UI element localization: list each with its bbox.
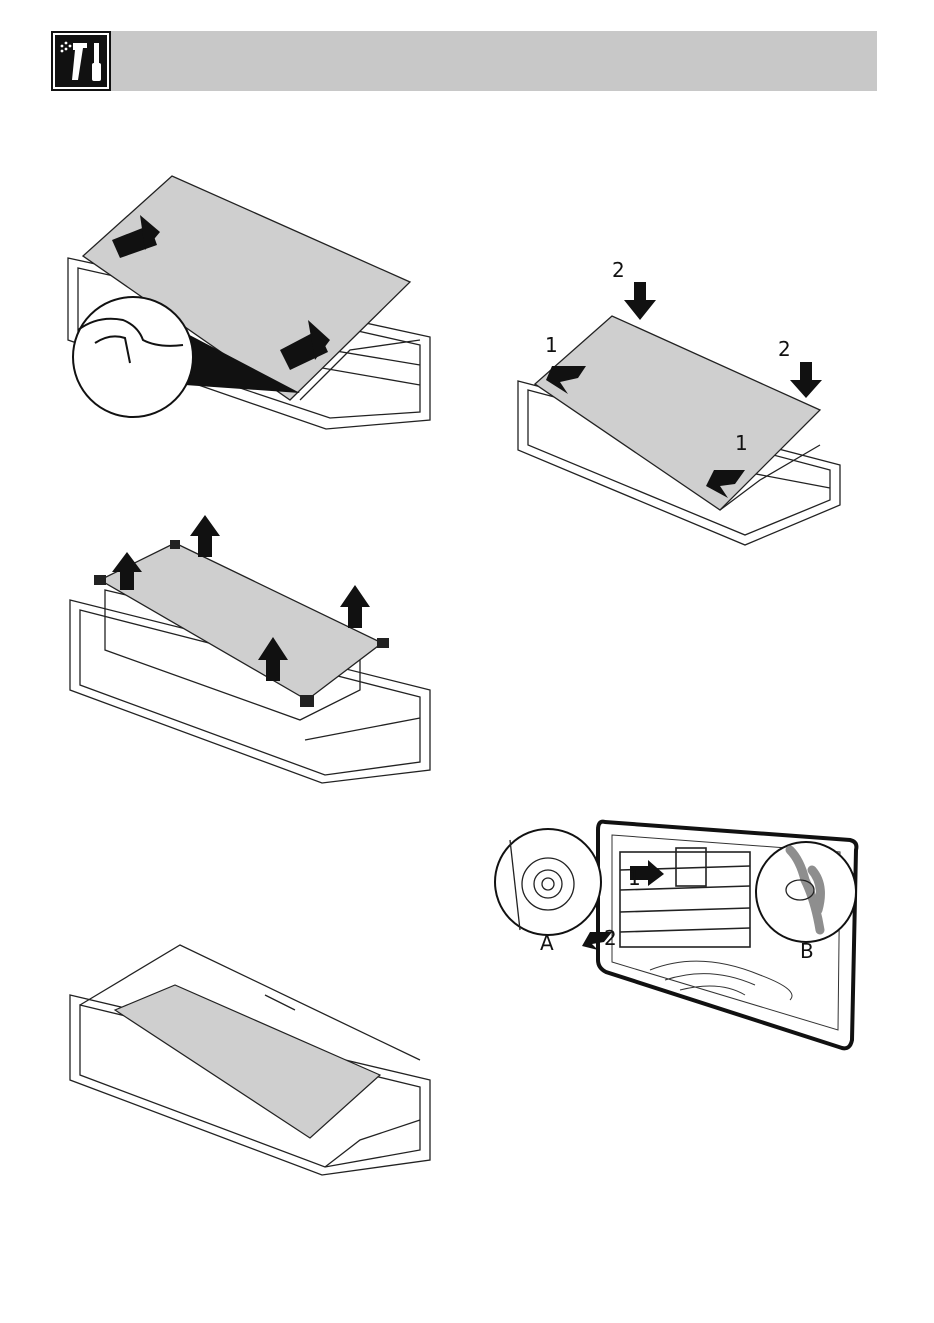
rack-label-2: 2 [604, 926, 617, 950]
rack-label-1: 1 [628, 866, 641, 890]
detail-a-label: A [540, 931, 554, 955]
side-rack [620, 848, 750, 947]
detail-b-label: B [800, 939, 814, 963]
